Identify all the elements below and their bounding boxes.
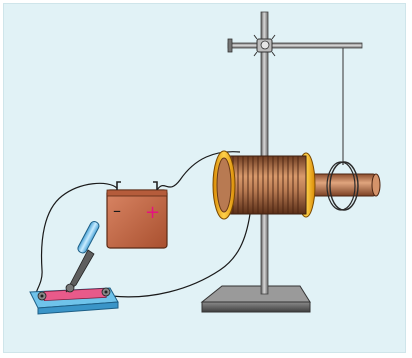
stand-base-front <box>202 302 310 312</box>
switch-lever <box>66 220 100 292</box>
stand-rod <box>261 12 268 294</box>
battery-positive-sign: + <box>145 202 160 223</box>
battery: – + <box>107 182 167 248</box>
stand-base <box>202 286 310 302</box>
horizontal-rod-end-cap <box>228 39 232 52</box>
switch-left-terminal-icon <box>38 292 46 300</box>
switch-handle <box>76 220 100 254</box>
switch-right-terminal-icon <box>102 288 110 296</box>
battery-terminal-positive <box>153 182 157 190</box>
iron-core-end <box>372 174 380 196</box>
battery-terminal-negative <box>117 182 121 190</box>
battery-negative-sign: – <box>113 201 121 220</box>
bobbin-left-flange-face <box>217 158 231 212</box>
battery-top <box>107 190 167 196</box>
horizontal-rod <box>228 43 362 48</box>
